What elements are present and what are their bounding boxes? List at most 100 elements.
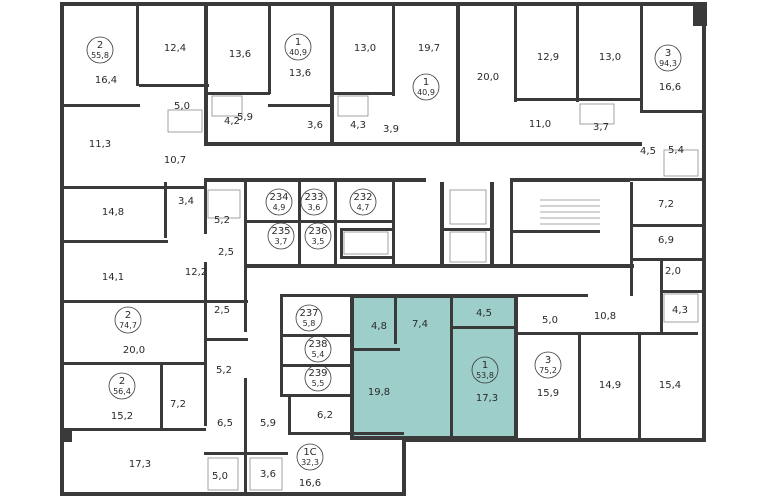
- apartment-number: 1: [423, 77, 429, 88]
- apartment-area: 3,7: [275, 237, 288, 246]
- room-area-label: 2,5: [214, 305, 230, 316]
- room-area-label: 15,2: [111, 411, 133, 422]
- apartment-marker-apt-3-943[interactable]: 394,3: [654, 44, 682, 72]
- room-area-label: 6,9: [658, 235, 674, 246]
- apartment-number: 1: [295, 37, 301, 48]
- apartment-circle: [304, 222, 332, 250]
- room-area-label: 11,3: [89, 139, 111, 150]
- apartment-marker-apt-1-409b[interactable]: 140,9: [412, 73, 440, 101]
- apartment-number: 236: [308, 226, 327, 237]
- apartment-number: 3: [545, 355, 551, 366]
- highlighted-apartment[interactable]: [353, 296, 516, 438]
- room-area-label: 17,3: [476, 393, 498, 404]
- apartment-circle: [295, 304, 323, 332]
- room-area-label: 13,6: [229, 49, 251, 60]
- apartment-area: 94,3: [659, 59, 677, 68]
- apartment-number: 233: [304, 192, 323, 203]
- room-area-label: 4,2: [224, 116, 240, 127]
- room-area-label: 5,2: [214, 215, 230, 226]
- apartment-marker-apt-3-752[interactable]: 375,2: [534, 351, 562, 379]
- room-area-label: 3,6: [260, 469, 276, 480]
- room-area-label: 12,9: [537, 52, 559, 63]
- room-area-label: 14,9: [599, 380, 621, 391]
- room-area-label: 13,0: [599, 52, 621, 63]
- apartment-area: 5,8: [303, 319, 316, 328]
- apartment-number: 237: [299, 308, 318, 319]
- apartment-marker-apt-1-538[interactable]: 153,8: [471, 356, 499, 384]
- apartment-circle: [304, 364, 332, 392]
- apartment-area: 32,3: [301, 458, 319, 467]
- room-area-label: 17,3: [129, 459, 151, 470]
- apartment-number: 2: [125, 310, 131, 321]
- apartment-area: 40,9: [289, 48, 307, 57]
- apartment-number: 3: [665, 48, 671, 59]
- apartment-circle: [349, 188, 377, 216]
- interior-walls: [64, 6, 702, 496]
- room-area-label: 5,9: [237, 112, 253, 123]
- room-area-label: 7,2: [658, 199, 674, 210]
- room-area-label: 5,0: [542, 315, 558, 326]
- room-area-label: 11,0: [529, 119, 551, 130]
- highlight-fill: [353, 296, 516, 438]
- room-area-label: 6,5: [217, 418, 233, 429]
- apartment-circle: [108, 372, 136, 400]
- apartment-number: 238: [308, 339, 327, 350]
- apartment-area: 53,8: [476, 371, 494, 380]
- apartment-circle: [267, 222, 295, 250]
- apartment-marker-apt-2-564[interactable]: 256,4: [108, 372, 136, 400]
- apartment-marker-apt-2-747[interactable]: 274,7: [114, 306, 142, 334]
- room-area-label: 15,4: [659, 380, 681, 391]
- apartment-circle: [296, 443, 324, 471]
- apartment-circle: [300, 188, 328, 216]
- room-area-label: 15,9: [537, 388, 559, 399]
- apartment-number: 235: [271, 226, 290, 237]
- room-area-label: 4,5: [640, 146, 656, 157]
- room-area-label: 13,0: [354, 43, 376, 54]
- apartment-number: 2: [119, 376, 125, 387]
- room-area-label: 5,0: [212, 471, 228, 482]
- apartment-area: 74,7: [119, 321, 137, 330]
- room-area-label: 20,0: [123, 345, 145, 356]
- room-area-label: 7,2: [170, 399, 186, 410]
- apartment-marker-apt-2-558[interactable]: 255,8: [86, 36, 114, 64]
- bathroom-fixtures: [167, 95, 699, 491]
- apartment-number: 239: [308, 368, 327, 379]
- apartment-area: 56,4: [113, 387, 131, 396]
- room-area-label: 13,6: [289, 68, 311, 79]
- room-area-label: 16,6: [659, 82, 681, 93]
- apartment-area: 3,6: [308, 203, 321, 212]
- apartment-marker-apt-1-409a[interactable]: 140,9: [284, 33, 312, 61]
- outer-walls: [60, 2, 707, 496]
- room-area-label: 14,1: [102, 272, 124, 283]
- apartment-area: 40,9: [417, 88, 435, 97]
- room-area-label: 10,7: [164, 155, 186, 166]
- apartment-area: 75,2: [539, 366, 557, 375]
- room-area-label: 12,2: [185, 267, 207, 278]
- room-area-label: 4,3: [350, 120, 366, 131]
- room-area-label: 2,5: [218, 247, 234, 258]
- room-area-label: 5,4: [668, 145, 684, 156]
- apartment-area: 3,5: [312, 237, 325, 246]
- room-area-label: 7,4: [412, 319, 428, 330]
- room-area-label: 5,9: [260, 418, 276, 429]
- apartment-circle: [654, 44, 682, 72]
- room-area-label: 3,7: [593, 122, 609, 133]
- apartment-circle: [114, 306, 142, 334]
- room-area-label: 20,0: [477, 72, 499, 83]
- apartment-number: 232: [353, 192, 372, 203]
- apartment-circle: [304, 335, 332, 363]
- room-area-label: 6,2: [317, 410, 333, 421]
- apartment-circle: [265, 188, 293, 216]
- apartment-circle: [284, 33, 312, 61]
- room-area-label: 12,4: [164, 43, 186, 54]
